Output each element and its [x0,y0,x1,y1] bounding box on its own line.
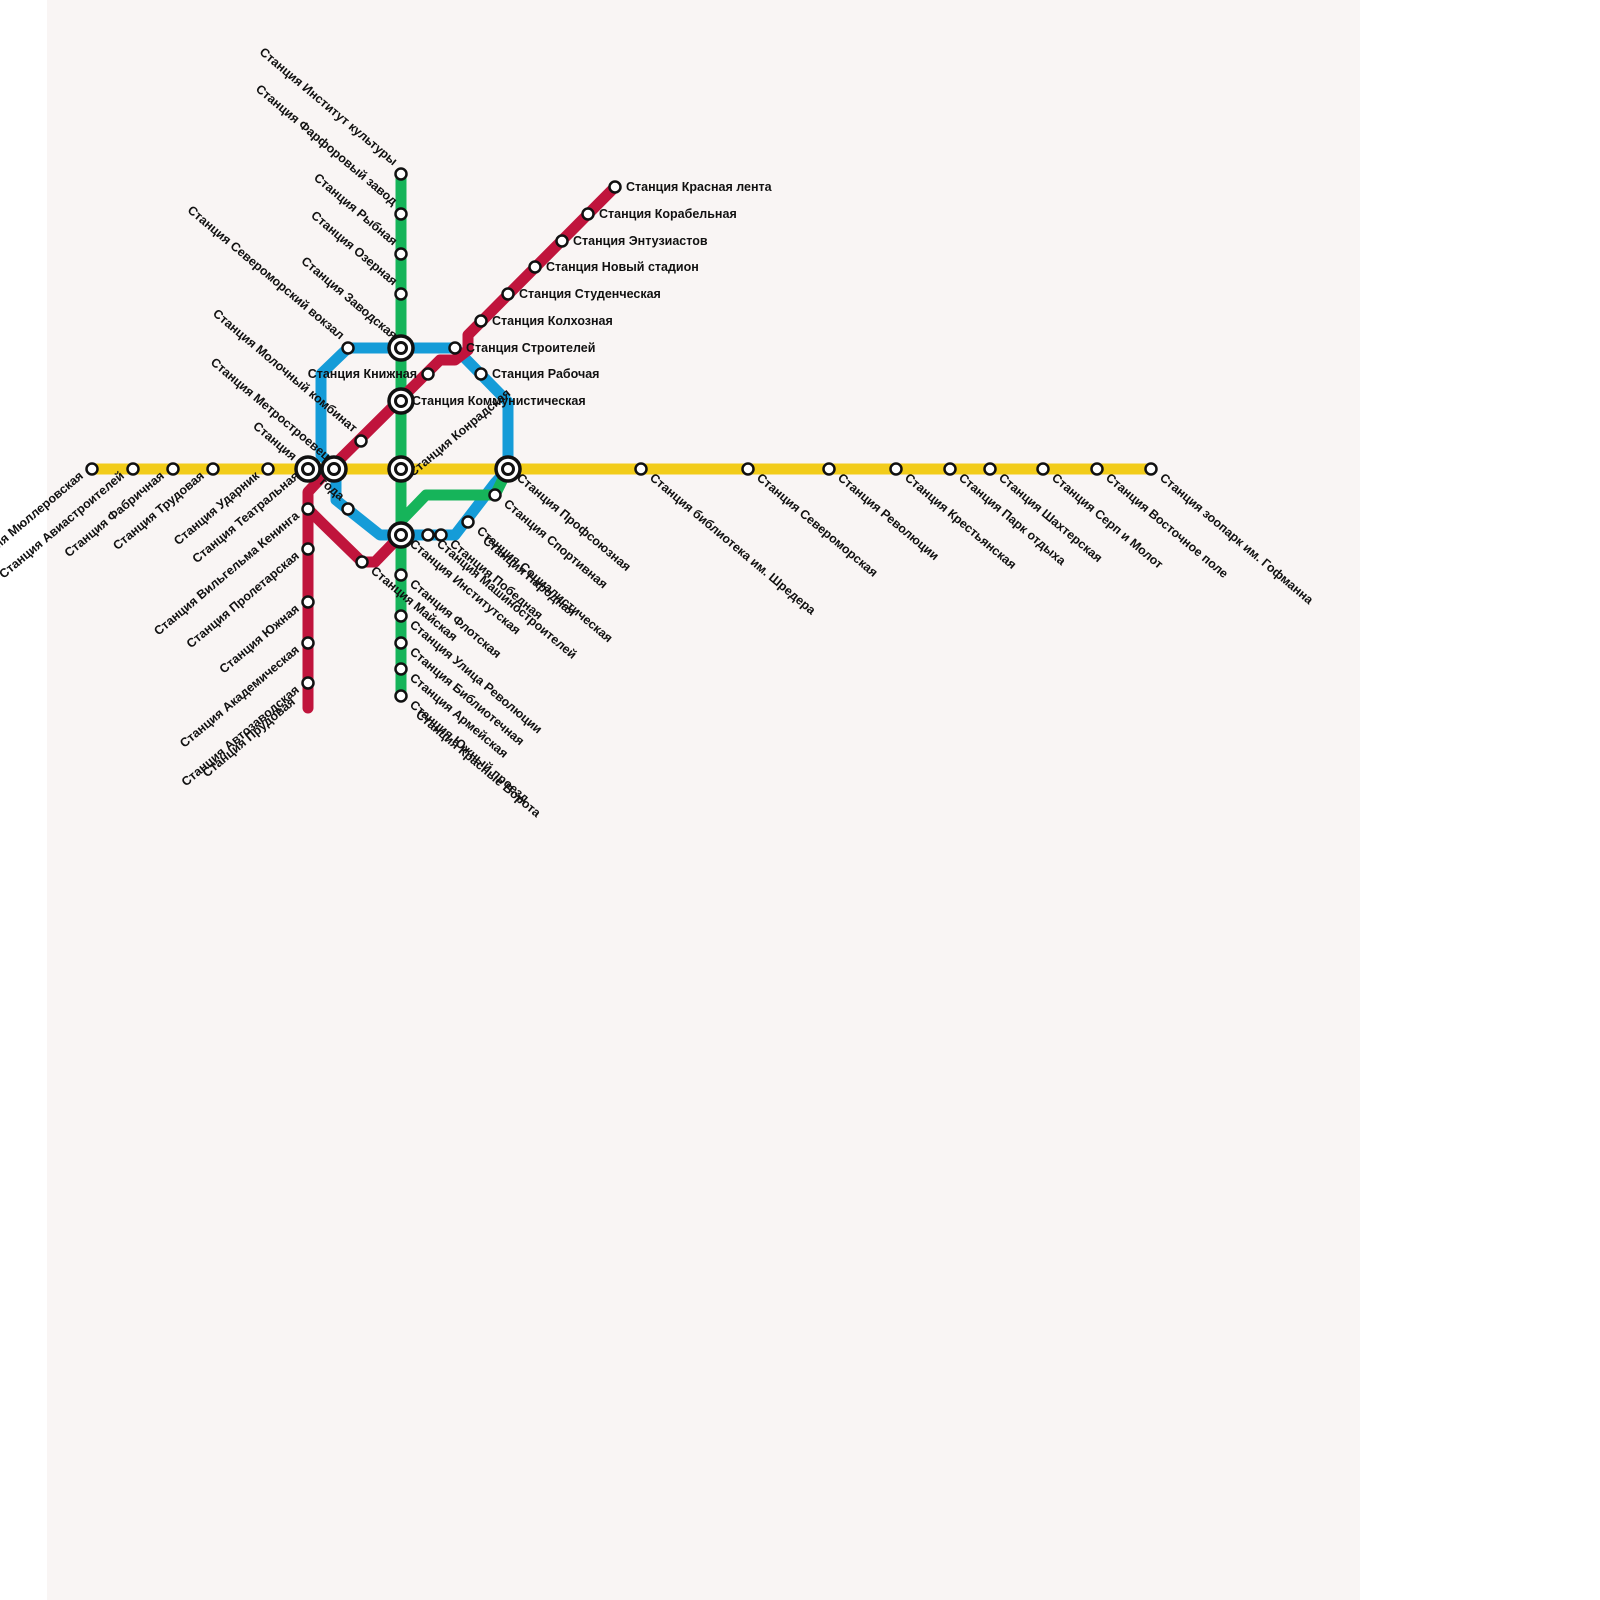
station-label-red-0: Станция Красная лента [626,180,773,194]
station-marker[interactable] [421,367,435,381]
station-label-green-5: Станция Коммунистическая [412,394,586,408]
red-line-path [302,181,621,714]
station-marker[interactable] [889,462,903,476]
station-label-red-5: Станция Колхозная [492,314,613,328]
green-line-branch [395,463,514,527]
station-marker[interactable] [434,528,448,542]
station-label-red-1: Станция Корабельная [599,207,737,221]
station-marker[interactable] [943,462,957,476]
station-marker[interactable] [341,341,355,355]
station-marker[interactable] [474,367,488,381]
station-label-red-3: Станция Новый стадион [546,260,699,274]
station-markers [85,167,1158,703]
station-marker[interactable] [741,462,755,476]
interchange-marker-inner [394,462,408,476]
station-marker[interactable] [85,462,99,476]
station-marker[interactable] [394,636,408,650]
station-marker[interactable] [206,462,220,476]
station-marker[interactable] [1144,462,1158,476]
station-marker[interactable] [488,488,502,502]
interchange-marker-inner [394,528,408,542]
station-marker[interactable] [822,462,836,476]
station-marker[interactable] [394,247,408,261]
green-line [395,169,514,702]
station-label-red-4: Станция Студенческая [519,287,661,301]
station-marker[interactable] [634,462,648,476]
interchange-marker-inner [301,462,315,476]
station-label-red-6: Станция Книжная [308,367,417,381]
station-marker[interactable] [608,180,622,194]
station-label-blue-1: Станция Строителей [466,341,595,355]
station-marker[interactable] [1036,462,1050,476]
station-label-blue-2: Станция Рабочая [492,367,599,381]
station-marker[interactable] [394,662,408,676]
station-marker[interactable] [555,234,569,248]
interchange-marker-inner [501,462,515,476]
station-marker[interactable] [394,689,408,703]
station-marker[interactable] [474,314,488,328]
station-marker[interactable] [126,462,140,476]
station-marker[interactable] [261,462,275,476]
station-marker[interactable] [355,555,369,569]
station-marker[interactable] [421,528,435,542]
interchange-marker-inner [394,394,408,408]
station-marker[interactable] [501,287,515,301]
blue-line-path [315,342,514,541]
station-marker[interactable] [581,207,595,221]
station-marker[interactable] [1090,462,1104,476]
blue-line [315,342,514,541]
station-marker[interactable] [301,502,315,516]
interchange-marker-inner [394,341,408,355]
station-marker[interactable] [461,515,475,529]
station-marker[interactable] [341,502,355,516]
station-marker[interactable] [301,636,315,650]
station-marker[interactable] [394,568,408,582]
station-marker[interactable] [528,260,542,274]
station-marker[interactable] [394,609,408,623]
map-background [47,0,1360,1600]
station-label-red-2: Станция Энтузиастов [573,234,708,248]
interchange-marker-inner [327,462,341,476]
station-marker[interactable] [983,462,997,476]
station-marker[interactable] [448,341,462,355]
station-marker[interactable] [394,167,408,181]
station-marker[interactable] [394,287,408,301]
station-marker[interactable] [301,595,315,609]
station-marker[interactable] [301,676,315,690]
station-marker[interactable] [301,542,315,556]
station-marker[interactable] [394,207,408,221]
station-marker[interactable] [354,434,368,448]
station-marker[interactable] [166,462,180,476]
